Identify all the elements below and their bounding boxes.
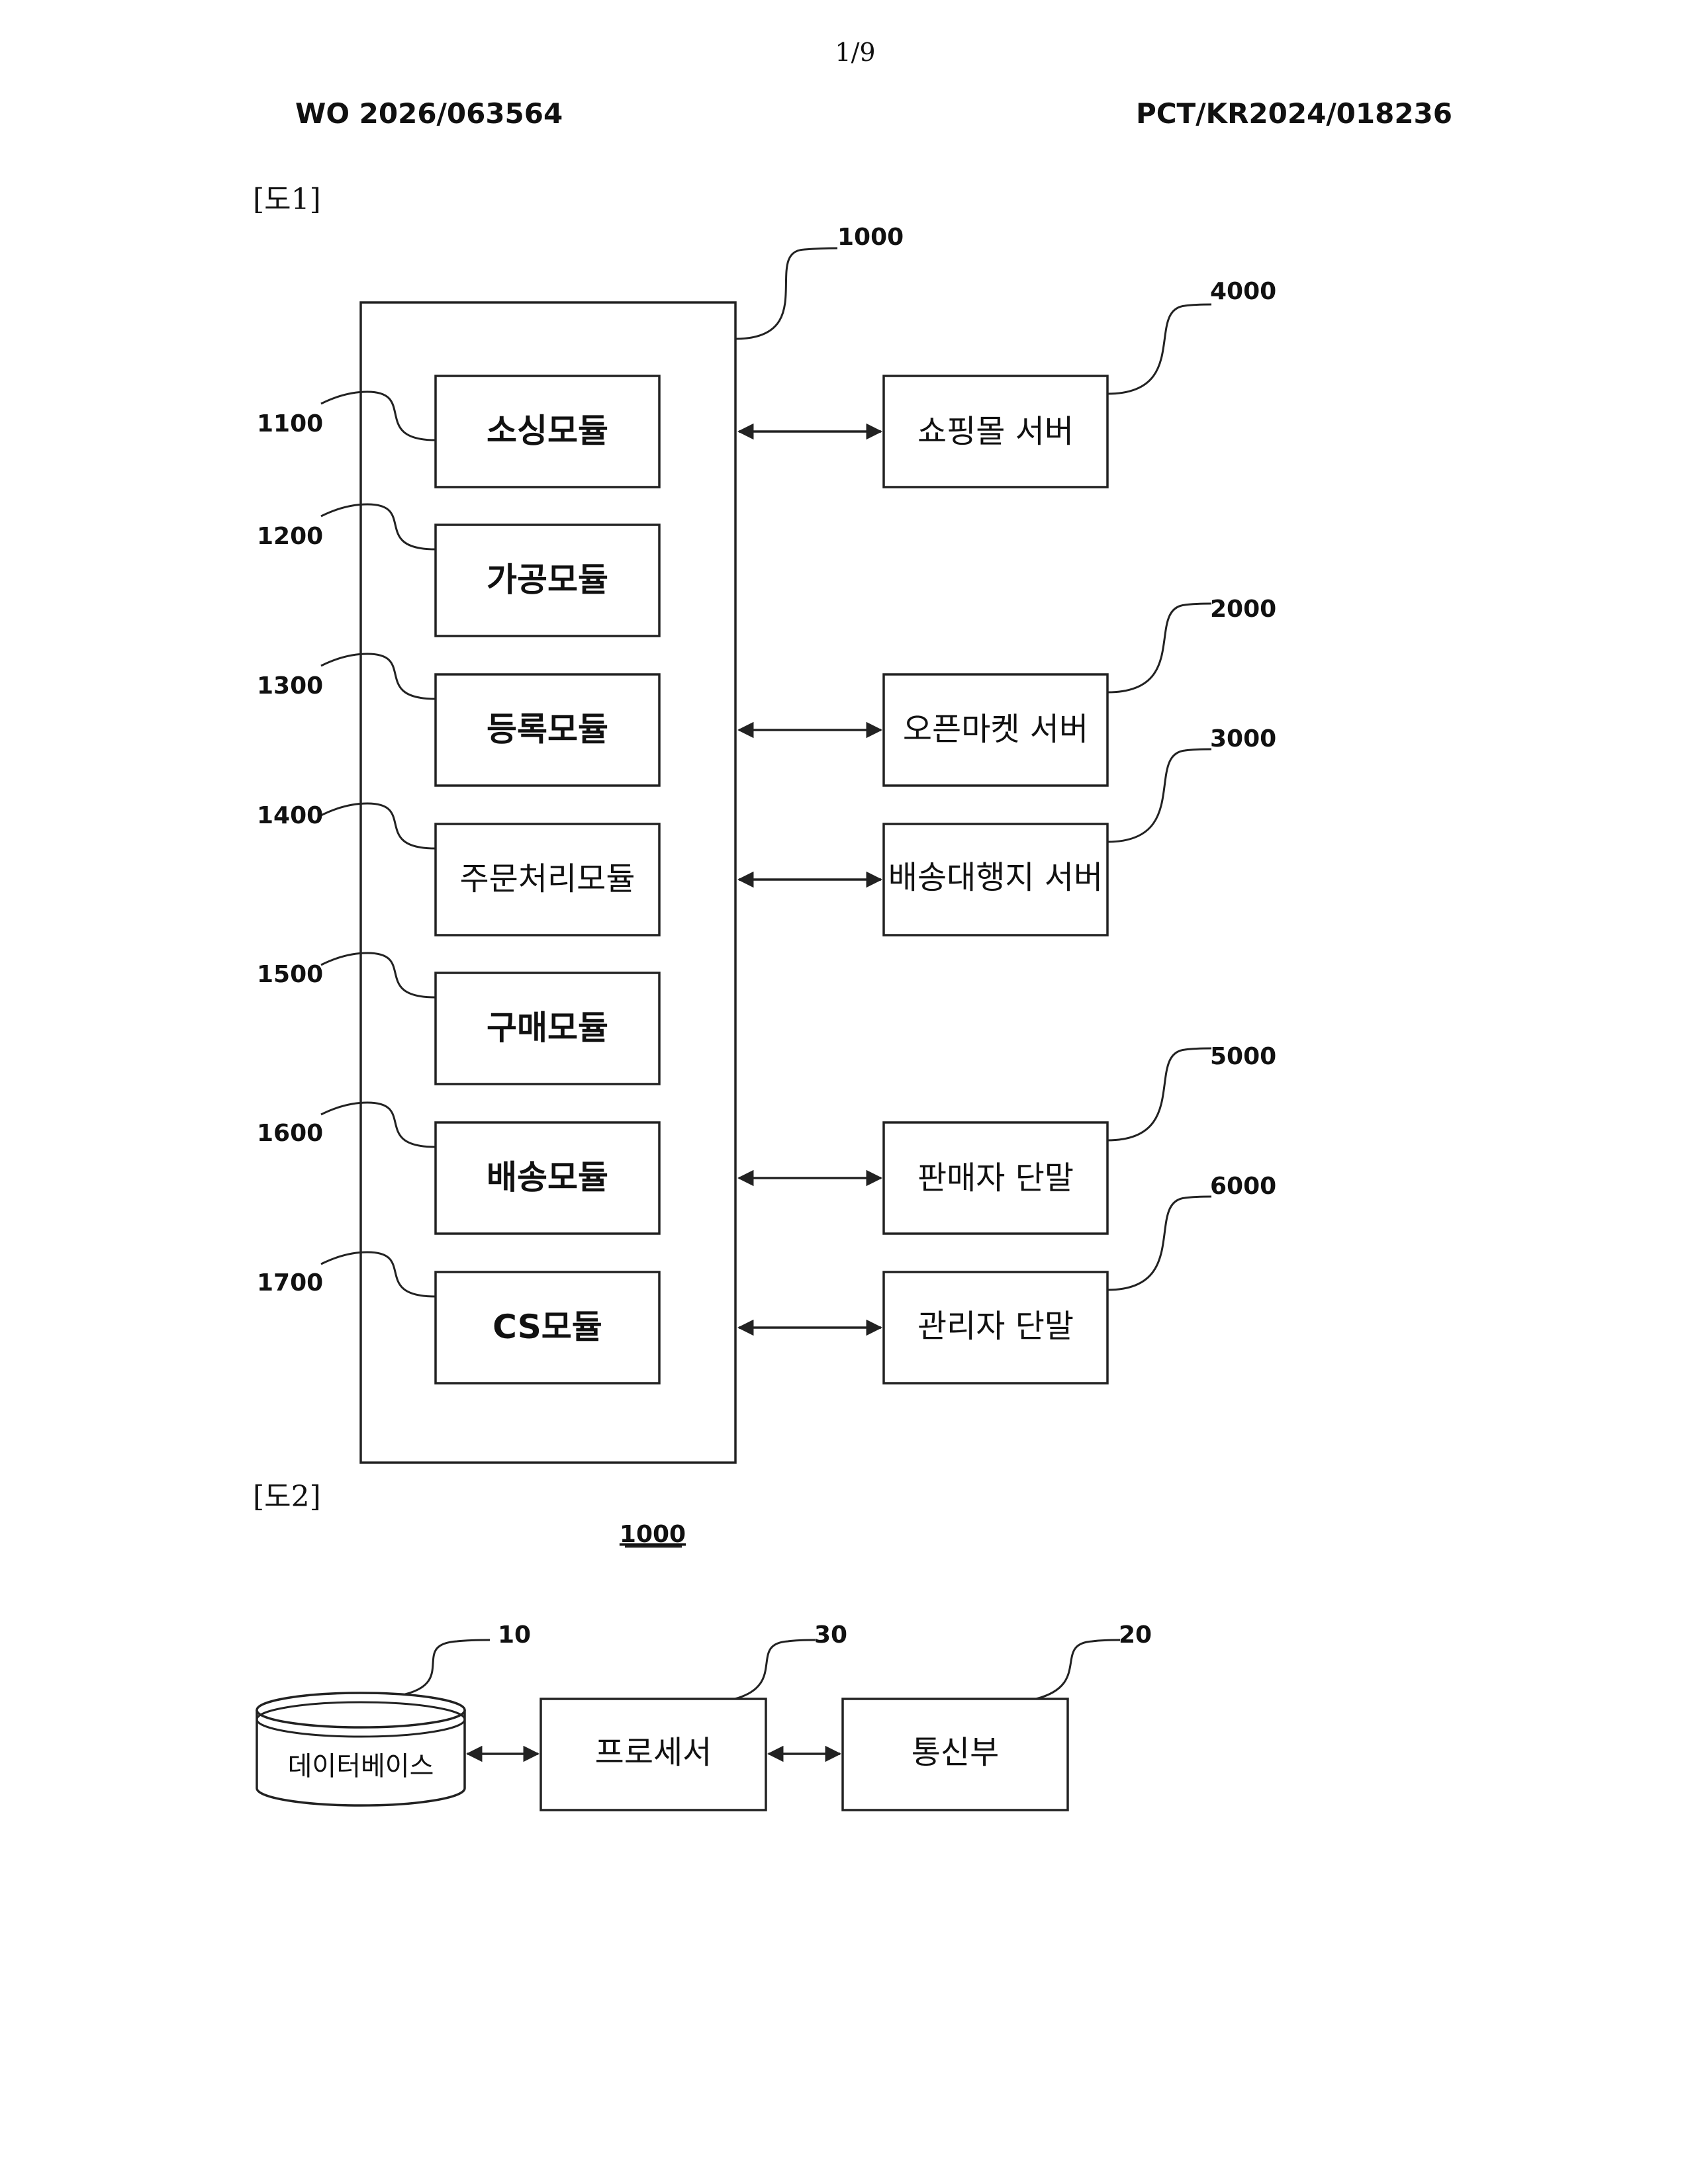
ref-10: 10: [498, 1621, 531, 1649]
ref-4000: 4000: [1210, 278, 1276, 305]
external-admin-terminal: 관리자 단말: [884, 1272, 1107, 1383]
ref-1700: 1700: [257, 1269, 323, 1297]
external-label: 오픈마켓 서버: [903, 711, 1088, 748]
ref-1100: 1100: [257, 410, 323, 437]
page-number: 1/9: [835, 38, 875, 67]
module-label: 소싱모듈: [487, 412, 608, 450]
publication-number: WO 2026/063564: [295, 97, 563, 130]
application-number: PCT/KR2024/018236: [1136, 97, 1452, 130]
external-label: 판매자 단말: [917, 1160, 1074, 1197]
module-order-processing: 주문처리모듈: [436, 824, 659, 935]
ref-20: 20: [1119, 1621, 1152, 1649]
leader-30: [735, 1640, 816, 1699]
module-label: 구매모듈: [487, 1009, 608, 1047]
leader-4000: [1107, 304, 1211, 394]
leader-20: [1036, 1640, 1120, 1699]
ref-5000: 5000: [1210, 1043, 1276, 1070]
external-label: 쇼핑몰 서버: [917, 413, 1074, 450]
leader-10: [405, 1640, 490, 1694]
module-label: 등록모듈: [487, 710, 608, 749]
processor-label: 프로세서: [595, 1734, 712, 1771]
ref-1000: 1000: [837, 224, 904, 251]
figure-2-title-ref: 1000: [620, 1521, 686, 1548]
external-shopping-mall-server: 쇼핑몰 서버: [884, 376, 1107, 487]
external-open-market-server: 오픈마켓 서버: [884, 674, 1107, 786]
module-label: 주문처리모듈: [460, 860, 635, 897]
database-label: 데이터베이스: [288, 1751, 434, 1782]
leader-2000: [1107, 604, 1211, 692]
ref-30: 30: [814, 1621, 847, 1649]
external-seller-terminal: 판매자 단말: [884, 1122, 1107, 1234]
module-label: 가공모듈: [487, 561, 608, 599]
leader-1000: [735, 248, 837, 339]
module-purchase: 구매모듈: [436, 973, 659, 1084]
database-cylinder: 데이터베이스: [257, 1693, 465, 1805]
external-label: 관리자 단말: [917, 1308, 1074, 1345]
leader-3000: [1107, 749, 1211, 842]
ref-1400: 1400: [257, 802, 323, 829]
communication-unit-box: 통신부: [843, 1699, 1068, 1810]
module-registration: 등록모듈: [436, 674, 659, 786]
module-cs: CS모듈: [436, 1272, 659, 1383]
leader-5000: [1107, 1048, 1211, 1140]
module-processing: 가공모듈: [436, 525, 659, 636]
ref-1600: 1600: [257, 1120, 323, 1147]
ref-6000: 6000: [1210, 1173, 1276, 1200]
ref-3000: 3000: [1210, 725, 1276, 752]
module-label: CS모듈: [492, 1308, 602, 1346]
ref-2000: 2000: [1210, 596, 1276, 623]
module-shipping: 배송모듈: [436, 1122, 659, 1234]
external-label: 배송대행지 서버: [888, 859, 1103, 896]
ref-1300: 1300: [257, 672, 323, 700]
ref-1500: 1500: [257, 961, 323, 988]
processor-box: 프로세서: [541, 1699, 766, 1810]
external-shipping-agency-server: 배송대행지 서버: [884, 824, 1107, 935]
leader-6000: [1107, 1197, 1211, 1290]
module-sourcing: 소싱모듈: [436, 376, 659, 487]
figure-1-label: [도1]: [253, 183, 321, 216]
communication-unit-label: 통신부: [912, 1734, 999, 1771]
figure-2-label: [도2]: [253, 1480, 321, 1514]
module-label: 배송모듈: [487, 1158, 608, 1197]
ref-1200: 1200: [257, 523, 323, 550]
